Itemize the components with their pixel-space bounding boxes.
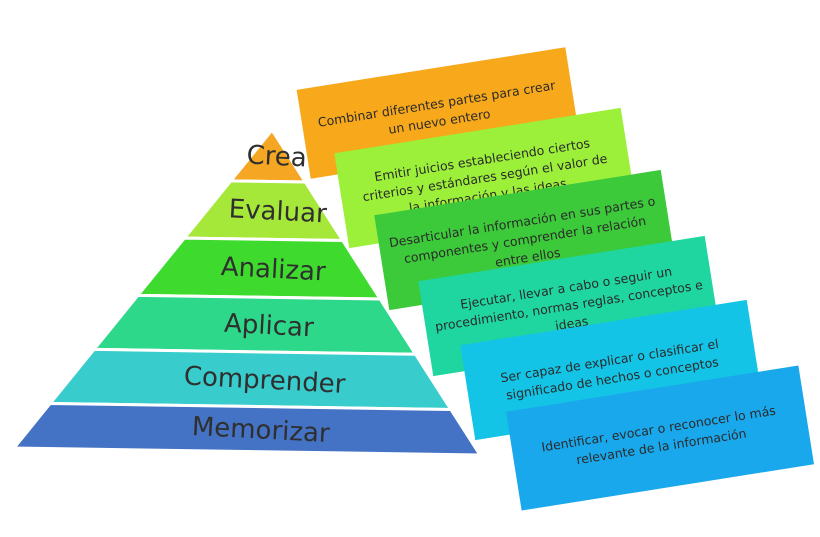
description-box-memorizar: Identificar, evocar o reconocer lo másre… [506,365,814,511]
pyramid-level-crear: Crear [227,127,319,193]
pyramid-level-label: Aplicar [223,309,314,344]
pyramid-level-memorizar: Memorizar [10,401,525,521]
pyramid-front-face [10,401,483,457]
pyramid-level-label: Analizar [220,252,327,287]
pyramid-level-evaluar: Evaluar [181,179,359,264]
pyramid-level-label: Memorizar [191,412,331,449]
pyramid: CrearEvaluarAnalizarAplicarComprenderMem… [10,127,525,521]
description-box-background [506,365,814,511]
description-boxes: Combinar diferentes partes para crearun … [296,47,814,511]
pyramid-level-analizar: Analizar [134,236,404,334]
pyramid-level-label: Evaluar [228,194,328,229]
